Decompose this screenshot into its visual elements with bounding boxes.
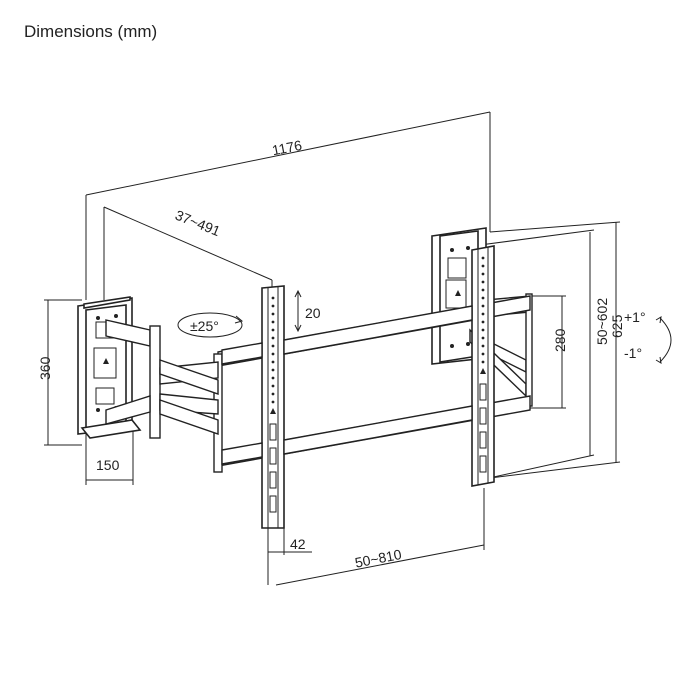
bracket-width-dimension: 42	[267, 520, 312, 585]
wall-plate-height-label: 360	[37, 356, 53, 380]
rail-fronts	[221, 305, 473, 465]
swivel-indicator: ±25°	[177, 312, 244, 338]
arm-extension-dimension: 37~491	[103, 206, 273, 300]
height-adjust-label: 20	[305, 305, 321, 321]
tilt-down-label: -1°	[624, 345, 642, 361]
swivel-label: ±25°	[190, 318, 219, 334]
diagram-title: Dimensions (mm)	[24, 22, 158, 41]
vesa-horizontal-label: 50~810	[354, 546, 404, 571]
overall-height-label: 625	[609, 314, 625, 338]
wall-plate-width-label: 150	[96, 457, 120, 473]
rail-spacing-label: 280	[552, 328, 568, 352]
left-vesa-bracket	[261, 285, 285, 529]
overall-width-label: 1176	[271, 137, 304, 158]
vesa-vertical-dimension: 50~602	[479, 229, 610, 481]
wall-plate-height-dimension: 360	[37, 299, 82, 446]
vesa-horizontal-dimension: 50~810	[275, 488, 485, 586]
overall-width-dimension: 1176	[85, 111, 491, 300]
arm-extension-label: 37~491	[173, 207, 223, 240]
vesa-vertical-label: 50~602	[594, 298, 610, 345]
left-arm	[105, 319, 219, 439]
bracket-width-label: 42	[290, 536, 306, 552]
wall-plate-width-dimension: 150	[85, 430, 134, 485]
overall-height-dimension: 625	[489, 221, 625, 479]
right-vesa-bracket	[471, 245, 495, 487]
height-adjust-dimension: 20	[294, 289, 321, 333]
tilt-indicator: +1° -1°	[624, 309, 672, 364]
tilt-up-label: +1°	[624, 309, 646, 325]
